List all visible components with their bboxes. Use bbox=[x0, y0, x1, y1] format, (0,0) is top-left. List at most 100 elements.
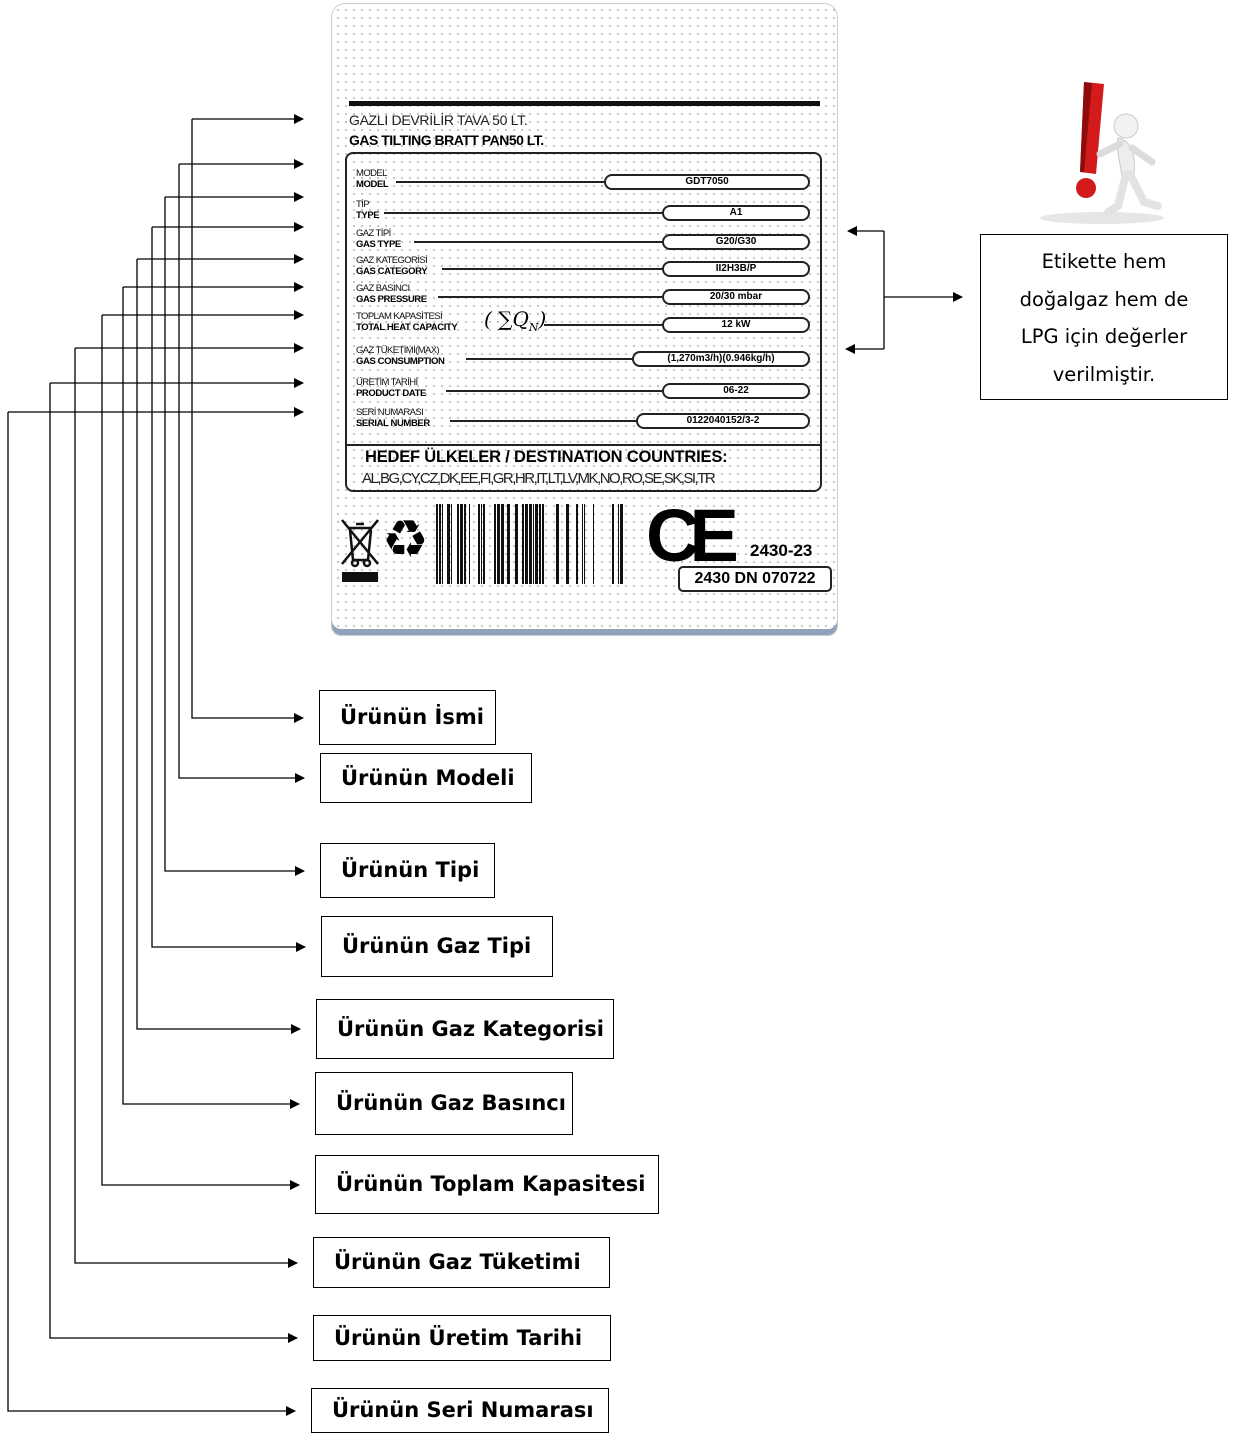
barcode-bar bbox=[584, 504, 585, 584]
callout-text: Ürünün Gaz Kategorisi bbox=[337, 1016, 604, 1041]
spec-label-en: SERIAL NUMBER bbox=[356, 418, 430, 429]
symbol-subscript: N bbox=[528, 321, 539, 334]
callout-text: Ürünün Modeli bbox=[341, 765, 515, 790]
certificate-number: 2430 DN 070722 bbox=[678, 566, 832, 592]
spec-value: 20/30 mbar bbox=[662, 289, 810, 305]
spec-frame bbox=[345, 152, 822, 492]
spec-value: G20/G30 bbox=[662, 234, 810, 250]
barcode-bar bbox=[460, 504, 463, 584]
callout-box: Ürünün Modeli bbox=[320, 753, 532, 803]
note-line: verilmiştir. bbox=[1052, 362, 1156, 386]
spec-label-en: PRODUCT DATE bbox=[356, 388, 426, 399]
ce-mark: CE bbox=[646, 494, 739, 577]
spec-divider bbox=[345, 444, 822, 446]
barcode-bar bbox=[529, 504, 532, 584]
barcode-bar bbox=[515, 504, 518, 584]
callout-box: Ürünün Gaz Tipi bbox=[321, 916, 553, 977]
spec-leader bbox=[466, 358, 632, 360]
spec-leader bbox=[384, 212, 662, 214]
callout-text: Ürünün Seri Numarası bbox=[332, 1398, 594, 1422]
barcode-bar bbox=[497, 504, 500, 584]
barcode-bar bbox=[576, 504, 578, 584]
callout-box: Ürünün Toplam Kapasitesi bbox=[315, 1155, 659, 1214]
spec-label-tr: GAZ TİPİ bbox=[356, 228, 391, 239]
spec-label-en: GAS CATEGORY bbox=[356, 266, 428, 277]
spec-label-en: TOTAL HEAT CAPACITY bbox=[356, 322, 458, 333]
callout-box: Ürünün Gaz Tüketimi bbox=[313, 1237, 610, 1288]
note-line: doğalgaz hem de bbox=[1019, 287, 1189, 311]
product-name-tr: GAZLI DEVRİLİR TAVA 50 LT. bbox=[349, 112, 528, 128]
callout-box: Ürünün Tipi bbox=[320, 843, 495, 898]
barcode-bar bbox=[533, 504, 534, 584]
spec-row: GAZ TÜKETİMİ(MAX)GAS CONSUMPTION(1,270m3… bbox=[332, 345, 839, 375]
callout-box: Ürünün Gaz Basıncı bbox=[315, 1072, 573, 1135]
symbol-close: ) bbox=[538, 307, 547, 331]
barcode-bar bbox=[481, 504, 482, 584]
callout-box: Ürünün Üretim Tarihi bbox=[313, 1315, 611, 1361]
product-name-en: GAS TILTING BRATT PAN50 LT. bbox=[349, 132, 544, 148]
barcode-bar bbox=[618, 504, 619, 584]
barcode-bar bbox=[582, 504, 583, 584]
spec-label-en: GAS PRESSURE bbox=[356, 294, 427, 305]
barcode-bar bbox=[620, 504, 623, 584]
spec-value: 12 kW bbox=[662, 317, 810, 333]
connector-to-callout bbox=[178, 164, 305, 783]
barcode-bar bbox=[439, 504, 441, 584]
spec-leader bbox=[450, 420, 636, 422]
ce-number: 2430-23 bbox=[750, 541, 813, 560]
barcode-bar bbox=[501, 504, 504, 584]
spec-label-en: GAS TYPE bbox=[356, 239, 401, 250]
callout-box: Ürünün İsmi bbox=[319, 690, 496, 745]
barcode-bar bbox=[464, 504, 466, 584]
spec-label-tr: GAZ TÜKETİMİ(MAX) bbox=[356, 345, 440, 356]
barcode-bar bbox=[612, 504, 614, 584]
connector-to-callout bbox=[122, 287, 300, 1109]
note-line: Etikette hem bbox=[1041, 250, 1167, 273]
barcode-bar bbox=[535, 504, 538, 584]
symbol-text: ( ∑Q bbox=[484, 307, 529, 331]
connector-to-callout bbox=[7, 412, 296, 1416]
callout-text: Ürünün Gaz Tüketimi bbox=[334, 1250, 581, 1274]
label-top-bar bbox=[349, 101, 820, 106]
destination-countries: AL,BG,CY,CZ,DK,EE,FI,GR,HR,IT,LT,LV,MK,N… bbox=[362, 470, 716, 487]
spec-leader bbox=[442, 268, 662, 270]
callout-box: Ürünün Seri Numarası bbox=[311, 1388, 609, 1433]
spec-value: A1 bbox=[662, 205, 810, 221]
callout-text: Ürünün İsmi bbox=[340, 705, 484, 729]
connector-to-callout bbox=[164, 197, 305, 876]
connector-to-callout bbox=[101, 315, 300, 1190]
spec-value: 0122040152/3-2 bbox=[636, 413, 810, 429]
note-box: Etikette hem doğalgaz hem de LPG için de… bbox=[980, 234, 1228, 400]
barcode-bar bbox=[556, 504, 559, 584]
spec-leader bbox=[446, 390, 662, 392]
recycle-icon: ♻ bbox=[382, 510, 429, 570]
barcode-bar bbox=[494, 504, 496, 584]
spec-label-tr: TOPLAM KAPASİTESİ bbox=[356, 311, 443, 322]
barcode-bar bbox=[593, 504, 594, 584]
spec-label-tr: SERİ NUMARASI bbox=[356, 407, 424, 418]
connector-to-callout bbox=[74, 348, 298, 1268]
barcode-bar bbox=[566, 504, 569, 584]
spec-leader bbox=[438, 296, 662, 298]
callout-text: Ürünün Gaz Basıncı bbox=[336, 1091, 566, 1115]
callout-text: Ürünün Toplam Kapasitesi bbox=[336, 1172, 646, 1196]
barcode-bar bbox=[525, 504, 528, 584]
heat-capacity-symbol: ( ∑QN) bbox=[484, 307, 546, 334]
spec-value: 06-22 bbox=[662, 383, 810, 399]
spec-label-tr: GAZ KATEGORİSİ bbox=[356, 255, 428, 266]
note-line: LPG için değerler bbox=[1020, 325, 1188, 348]
connector-to-callout bbox=[191, 119, 304, 723]
spec-label-tr: TİP bbox=[356, 199, 370, 210]
barcode-bar bbox=[478, 504, 480, 584]
callout-text: Ürünün Üretim Tarihi bbox=[334, 1325, 583, 1350]
barcode-bar bbox=[483, 504, 485, 584]
connector-to-callout bbox=[151, 227, 306, 952]
